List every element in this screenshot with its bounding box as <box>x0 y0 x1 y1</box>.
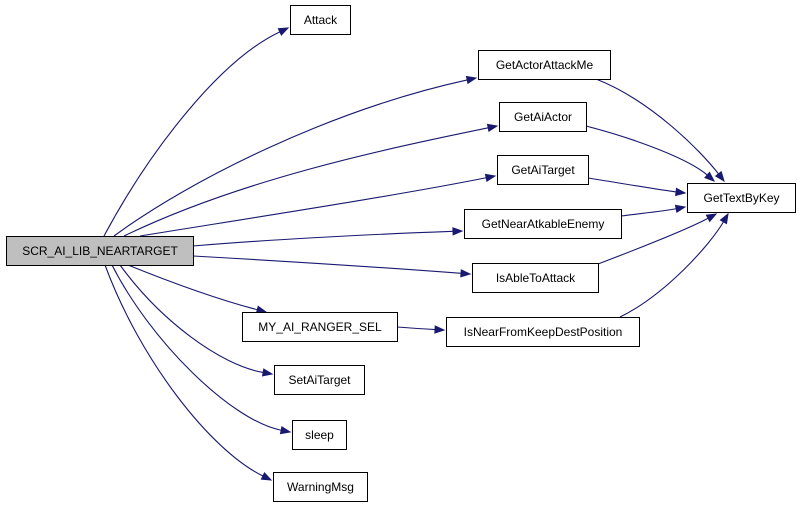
arrowhead-isnearfromkeepdestposition-to-gettextbykey <box>719 212 729 225</box>
node-gettextbykey[interactable]: GetTextByKey <box>687 183 796 213</box>
node-my_ai_ranger_sel[interactable]: MY_AI_RANGER_SEL <box>242 312 398 342</box>
edge-root-to-setaitarget <box>119 264 264 374</box>
node-box-setaitarget <box>274 365 365 395</box>
node-label-isnearfromkeepdestposition: IsNearFromKeepDestPosition <box>464 325 623 339</box>
node-label-getaiactor: GetAiActor <box>514 110 572 124</box>
edge-root-to-my_ai_ranger_sel <box>127 264 258 311</box>
arrowhead-my_ai_ranger_sel-to-isnearfromkeepdestposition <box>434 325 446 334</box>
node-box-getnearatkableenemy <box>464 209 622 239</box>
node-setaitarget[interactable]: SetAiTarget <box>274 365 365 395</box>
edge-getactorattackme-to-gettextbykey <box>595 78 719 175</box>
node-label-warningmsg: WarningMsg <box>287 480 354 494</box>
arrowhead-root-to-attack <box>277 27 290 36</box>
node-label-root: SCR_AI_LIB_NEARTARGET <box>22 244 178 258</box>
node-isabletoattack[interactable]: IsAbleToAttack <box>472 263 599 293</box>
node-box-getaiactor <box>499 102 587 132</box>
node-label-setaitarget: SetAiTarget <box>288 373 351 387</box>
node-label-attack: Attack <box>304 13 338 27</box>
node-box-warningmsg <box>273 472 368 502</box>
node-sleep[interactable]: sleep <box>292 420 347 450</box>
node-label-sleep: sleep <box>305 428 334 442</box>
node-label-isabletoattack: IsAbleToAttack <box>496 271 576 285</box>
edge-root-to-isabletoattack <box>192 255 462 274</box>
arrowhead-root-to-getnearatkableenemy <box>452 227 464 236</box>
arrowhead-root-to-setaitarget <box>261 368 274 377</box>
edge-my_ai_ranger_sel-to-isnearfromkeepdestposition <box>396 326 436 331</box>
node-label-getnearatkableenemy: GetNearAtkableEnemy <box>482 217 605 231</box>
node-box-isabletoattack <box>472 263 599 293</box>
edge-root-to-getaiactor <box>123 127 489 237</box>
edge-root-to-attack <box>103 31 281 237</box>
node-box-getaitarget <box>497 155 589 185</box>
edge-root-to-getnearatkableenemy <box>192 230 454 247</box>
node-box-sleep <box>292 420 347 450</box>
node-isnearfromkeepdestposition[interactable]: IsNearFromKeepDestPosition <box>446 317 640 347</box>
arrowhead-root-to-isabletoattack <box>460 269 472 278</box>
node-label-gettextbykey: GetTextByKey <box>703 191 779 205</box>
node-getnearatkableenemy[interactable]: GetNearAtkableEnemy <box>464 209 622 239</box>
edge-getnearatkableenemy-to-gettextbykey <box>620 208 677 217</box>
node-box-getactorattackme <box>478 50 611 80</box>
arrowhead-root-to-warningmsg <box>260 472 273 481</box>
node-getactorattackme[interactable]: GetActorAttackMe <box>478 50 611 80</box>
arrowhead-getaitarget-to-gettextbykey <box>675 187 687 197</box>
node-getaiactor[interactable]: GetAiActor <box>499 102 587 132</box>
node-box-my_ai_ranger_sel <box>242 312 398 342</box>
edge-getaitarget-to-gettextbykey <box>587 177 677 193</box>
node-attack[interactable]: Attack <box>290 5 351 35</box>
edge-isabletoattack-to-gettextbykey <box>597 217 709 265</box>
node-box-isnearfromkeepdestposition <box>446 317 640 347</box>
node-warningmsg[interactable]: WarningMsg <box>273 472 368 502</box>
arrowhead-root-to-sleep <box>279 425 292 435</box>
node-box-attack <box>290 5 351 35</box>
arrowhead-getactorattackme-to-gettextbykey <box>714 170 725 183</box>
arrowhead-root-to-getaiactor <box>486 123 499 133</box>
edge-getaiactor-to-gettextbykey <box>585 125 708 176</box>
arrowhead-getaiactor-to-gettextbykey <box>704 171 716 182</box>
node-getaitarget[interactable]: GetAiTarget <box>497 155 589 185</box>
node-box-gettextbykey <box>687 183 796 213</box>
node-label-my_ai_ranger_sel: MY_AI_RANGER_SEL <box>258 320 382 334</box>
arrowhead-isabletoattack-to-gettextbykey <box>705 213 718 223</box>
node-label-getaitarget: GetAiTarget <box>511 163 575 177</box>
edge-root-to-warningmsg <box>104 264 264 477</box>
edge-root-to-sleep <box>111 264 282 431</box>
edge-isnearfromkeepdestposition-to-gettextbykey <box>619 221 724 318</box>
arrowhead-root-to-getactorattackme <box>465 75 478 85</box>
nodes-layer: SCR_AI_LIB_NEARTARGET AttackGetActorAttac… <box>6 5 796 502</box>
arrowhead-getnearatkableenemy-to-gettextbykey <box>674 204 687 214</box>
node-box-root <box>6 236 194 266</box>
edges-layer <box>103 27 729 481</box>
node-root[interactable]: SCR_AI_LIB_NEARTARGET <box>6 236 194 266</box>
edge-root-to-getactorattackme <box>113 79 468 237</box>
edge-root-to-getaitarget <box>139 177 487 237</box>
node-label-getactorattackme: GetActorAttackMe <box>496 58 594 72</box>
arrowhead-root-to-getaitarget <box>484 173 497 183</box>
